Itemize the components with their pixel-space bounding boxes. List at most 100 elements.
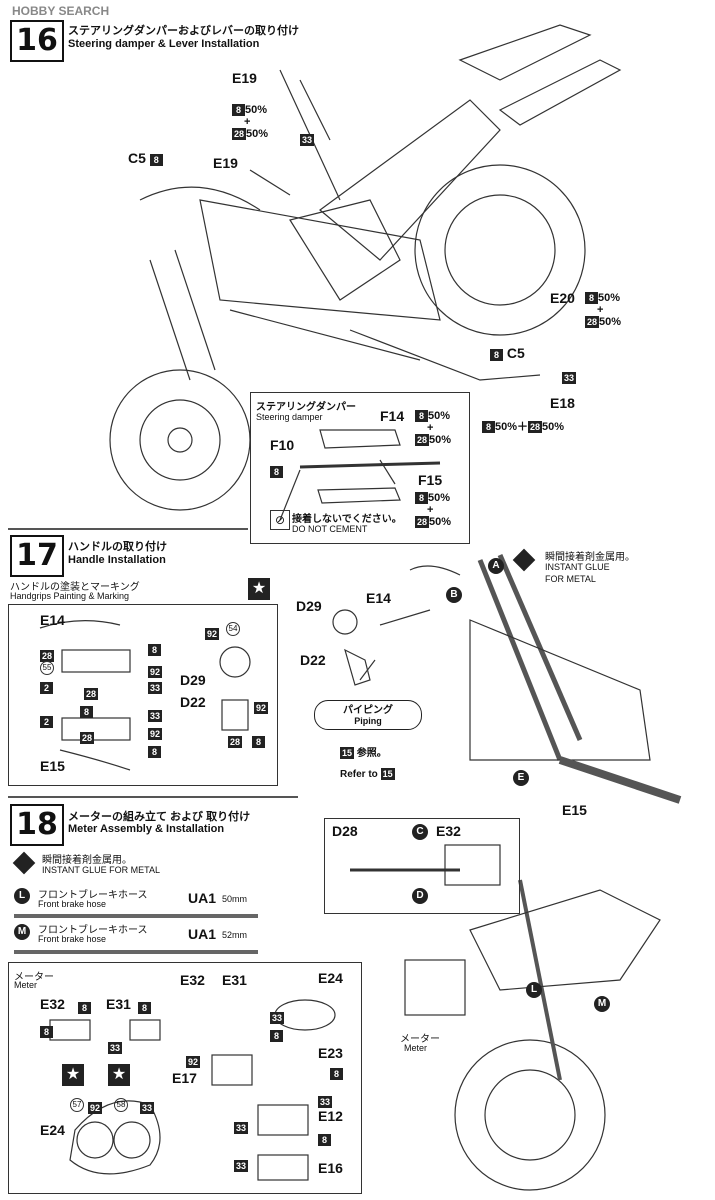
ratio-50: 50% <box>245 104 268 116</box>
e23-code-8: 8 <box>330 1064 343 1082</box>
e14-code-33: 33 <box>148 682 163 694</box>
hose-a-label: A <box>488 558 504 574</box>
step-17-title-jp: ハンドルの取り付け <box>68 541 167 553</box>
f10-code-8: 8 <box>270 462 283 480</box>
e24-code-33: 33 <box>270 1012 285 1024</box>
hose-m-tag: M <box>14 924 30 940</box>
e14-code-2: 2 <box>40 678 53 696</box>
part-d29-bar: D29 <box>296 598 322 614</box>
e15-code-92: 92 <box>148 728 163 740</box>
star-icon: ★ <box>248 578 270 600</box>
hose-m-code: UA1 <box>188 926 217 942</box>
step-16-title-en: Steering damper & Lever Installation <box>68 38 260 50</box>
hose-l-len: 50mm <box>222 894 248 904</box>
meter-assembly-box <box>8 962 362 1194</box>
part-e32-detail: E32 <box>436 823 461 839</box>
refer-en: Refer to 15 <box>340 768 395 780</box>
part-e15-grip: E15 <box>40 758 65 774</box>
part-e12: E12 <box>318 1108 343 1124</box>
meter-code-57: 57 <box>70 1098 84 1112</box>
circle-d: D <box>412 888 428 904</box>
step-17-sub-jp: ハンドルの塗装とマーキング <box>10 582 140 593</box>
divider-16-17 <box>8 528 248 530</box>
e14-code-28b: 28 <box>84 688 99 700</box>
part-e31-box: E31 <box>106 996 131 1012</box>
star-icon-a: ★ <box>62 1064 84 1086</box>
circle-l: L <box>526 982 542 998</box>
part-e32-mid: E32 <box>180 972 205 988</box>
hose-l-jp: フロントブレーキホース <box>38 890 148 901</box>
step-17-title-en: Handle Installation <box>68 554 166 566</box>
e12-code-8: 8 <box>318 1130 331 1148</box>
damper-title-jp: ステアリングダンパー <box>256 402 356 413</box>
hose-m-line <box>14 950 258 954</box>
d22-code-92: 92 <box>254 702 269 714</box>
glue-en1: INSTANT GLUE <box>545 562 610 572</box>
part-e19-mid: E19 <box>213 155 238 171</box>
hose-m-en: Front brake hose <box>38 934 107 944</box>
watermark: HOBBY SEARCH <box>12 4 110 18</box>
part-e24-mid: E24 <box>318 970 343 986</box>
step-16-title-jp: ステアリングダンパーおよびレバーの取り付け <box>68 25 299 37</box>
e32-code-8a: 8 <box>78 998 91 1016</box>
hose-l-en: Front brake hose <box>38 899 107 909</box>
glue18-jp: 瞬間接着剤金属用。 <box>42 855 132 866</box>
divider-17-18 <box>8 796 298 798</box>
meter-code-33: 33 <box>140 1102 155 1114</box>
d22-code-8: 8 <box>252 732 265 750</box>
part-d22-box: D22 <box>180 694 206 710</box>
damper-title-en: Steering damper <box>256 412 323 422</box>
part-e32-box: E32 <box>40 996 65 1012</box>
glue-jp: 瞬間接着剤金属用。 <box>545 552 635 563</box>
part-e24-box: E24 <box>40 1122 65 1138</box>
e16-code-33: 33 <box>234 1160 249 1172</box>
d22-code-28: 28 <box>228 736 243 748</box>
e24-code-8: 8 <box>270 1026 283 1044</box>
plus: + <box>244 116 251 128</box>
meter-install-en: Meter <box>404 1043 428 1053</box>
hose-m-len: 52mm <box>222 930 248 940</box>
e14-code-92: 92 <box>148 666 163 678</box>
d28-detail-box <box>324 818 520 914</box>
no-cement-icon: ⊘ <box>270 510 290 530</box>
e15-code-2: 2 <box>40 712 53 730</box>
hose-l-code: UA1 <box>188 890 217 906</box>
part-e15-bar: E15 <box>562 802 587 818</box>
e32-code-8b: 8 <box>40 1022 53 1040</box>
part-e18: E18 <box>550 395 575 411</box>
part-d22-bar: D22 <box>300 652 326 668</box>
e31-code-8: 8 <box>138 998 151 1016</box>
e14-code-8: 8 <box>148 640 161 658</box>
paint-28: 28 <box>232 128 247 140</box>
circle-m: M <box>594 996 610 1012</box>
e19-code-33: 33 <box>300 134 315 146</box>
hose-e-label: E <box>513 770 529 786</box>
handgrip-box <box>8 604 278 786</box>
ratio-50b: 50% <box>246 128 269 140</box>
step-18-number: 18 <box>10 804 64 846</box>
step-17-sub-en: Handgrips Painting & Marking <box>10 591 130 601</box>
paint-8: 8 <box>232 104 245 116</box>
d29-code-92: 92 <box>205 628 220 640</box>
e14-code-55: 55 <box>40 661 54 675</box>
piping-label: パイピング Piping <box>314 700 422 730</box>
part-e17: E17 <box>172 1070 197 1086</box>
e12-code-33b: 33 <box>234 1122 249 1134</box>
e32-code-33: 33 <box>108 1042 123 1054</box>
e14-code-28: 28 <box>40 650 55 662</box>
steering-damper-box <box>250 392 470 544</box>
part-f14: F14 <box>380 408 405 424</box>
hose-b-label: B <box>446 587 462 603</box>
step-18-title-jp: メーターの組み立て および 取り付け <box>68 811 251 823</box>
part-e20: E20 <box>550 290 575 306</box>
part-d29-box: D29 <box>180 672 206 688</box>
star-icon-b: ★ <box>108 1064 130 1086</box>
hose-l-tag: L <box>14 888 30 904</box>
part-e16: E16 <box>318 1160 343 1176</box>
refer-jp: 15 参照。 <box>340 747 387 759</box>
part-f15: F15 <box>418 472 443 488</box>
meter-jp: メーター <box>14 972 54 983</box>
